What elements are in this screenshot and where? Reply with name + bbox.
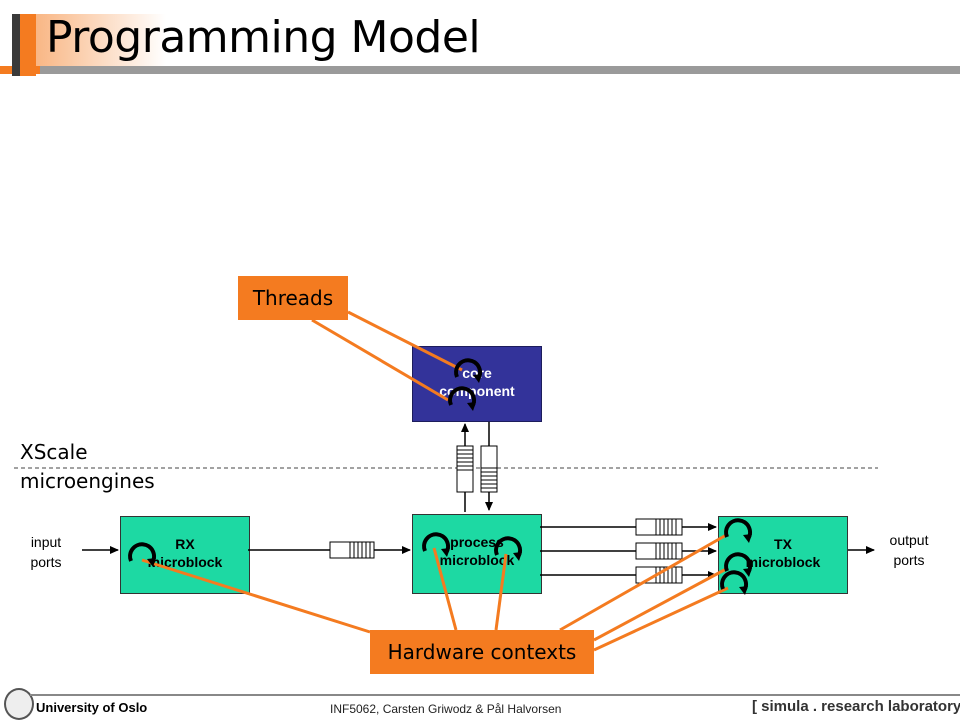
footer-lab-logo: [ simula . research laboratory ] [752,698,960,715]
process-microblock-label: process microblock [412,533,542,569]
context-icon-tx-3 [720,570,748,595]
title-accent-bar-dark [12,14,20,76]
rx-microblock-label: RX microblock [120,535,250,571]
tx-queue-1 [635,518,683,536]
context-icon-process-2 [494,536,522,561]
title-accent-bar-orange [20,14,36,76]
hw-connector-rx [141,558,371,634]
threads-connector-1 [347,310,463,372]
page-title: Programming Model [46,12,481,63]
hw-connector-tx-3 [593,586,729,652]
thread-icon-core-1 [454,358,482,383]
output-label-line1: output [889,532,929,548]
thread-icon-core-2 [448,386,476,411]
process-label-line1: process [450,534,504,550]
hw-connector-tx-2 [593,566,729,642]
rx-label-line2: microblock [147,554,223,570]
footer-authors: INF5062, Carsten Griwodz & Pål Halvorsen [330,702,562,716]
xscale-microengines-label: XScale microengines [20,438,155,496]
xscale-label-line2: microengines [20,469,155,493]
hardware-contexts-callout: Hardware contexts [370,630,594,674]
threads-connector-2 [311,318,449,402]
core-up-queue [456,423,474,512]
input-ports-label: input ports [18,532,74,572]
output-label-line2: ports [893,552,925,568]
process-label-line2: microblock [439,552,515,568]
input-label-line2: ports [30,554,62,570]
tx-label-line2: microblock [745,554,821,570]
university-seal-icon [4,688,34,720]
title-underline [0,66,960,74]
input-label-line1: input [30,534,62,550]
hw-connector-tx-1 [559,532,729,632]
rx-label-line1: RX [175,536,195,552]
context-icon-process-1 [422,532,450,557]
tx-microblock-label: TX microblock [718,535,848,571]
tx-label-line1: TX [774,536,792,552]
rx-microblock-box [120,516,250,594]
title-accent-glow [36,14,166,66]
output-ports-label: output ports [876,530,942,570]
context-icon-tx-2 [724,552,752,577]
hw-connector-proc-2 [494,553,508,631]
footer-divider [30,694,960,696]
core-component-box [412,346,542,422]
rx-process-queue [329,541,375,559]
context-icon-tx-1 [724,518,752,543]
core-down-queue [480,422,498,511]
footer-university: University of Oslo [36,700,148,715]
xscale-label-line1: XScale [20,440,88,464]
core-label-line1: core [462,365,492,381]
tx-queue-2 [635,542,683,560]
context-icon-rx [128,542,156,567]
threads-callout: Threads [238,276,348,320]
hw-connector-proc-1 [432,547,458,631]
